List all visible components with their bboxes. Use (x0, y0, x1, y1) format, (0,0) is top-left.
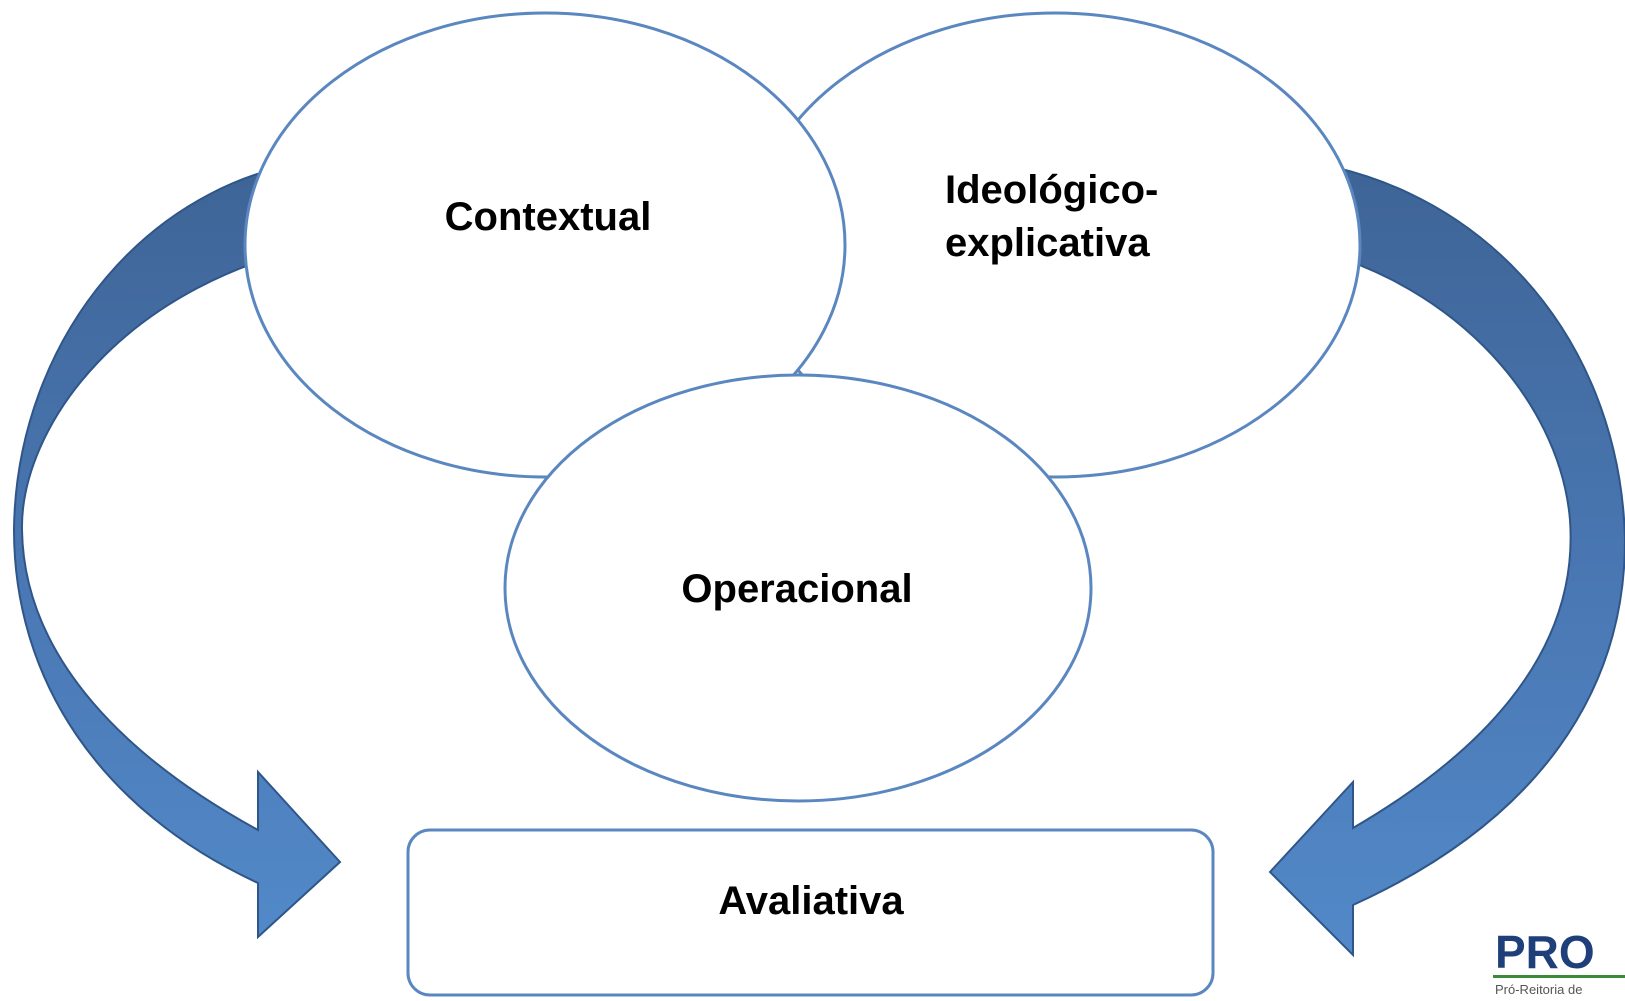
label-ideologico-line2: explicativa (945, 221, 1150, 265)
label-ideologico-line1: Ideológico- (945, 168, 1158, 212)
ellipse-contextual (243, 11, 847, 479)
left-curved-arrow (12, 156, 342, 940)
institution-logo: PRO Pró-Reitoria de (1493, 926, 1625, 997)
logo-main-text: PRO (1495, 926, 1595, 978)
ellipse-operacional (503, 373, 1093, 803)
label-contextual: Contextual (445, 195, 652, 239)
logo-sub-text: Pró-Reitoria de (1495, 982, 1582, 997)
box-avaliativa (406, 828, 1215, 997)
right-curved-arrow (1268, 156, 1625, 958)
label-avaliativa: Avaliativa (718, 879, 904, 923)
logo-divider (1493, 975, 1625, 978)
label-operacional: Operacional (681, 567, 912, 611)
